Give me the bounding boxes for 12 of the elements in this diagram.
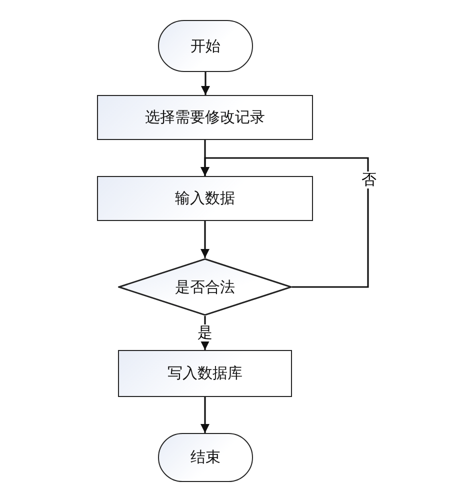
process-box: 选择需要修改记录: [97, 95, 313, 140]
decision-diamond: 是否合法: [118, 258, 292, 316]
arrow: [200, 221, 210, 258]
edge-label: 否: [360, 172, 378, 188]
process-box: 写入数据库: [118, 350, 292, 397]
arrow: [200, 157, 369, 288]
process-box: 输入数据: [97, 176, 313, 221]
terminal-shape: 开始: [158, 20, 253, 72]
terminal-shape: 结束: [158, 433, 253, 482]
arrow: [200, 397, 210, 433]
arrow: [201, 72, 210, 95]
edge-label: 是: [196, 324, 214, 342]
